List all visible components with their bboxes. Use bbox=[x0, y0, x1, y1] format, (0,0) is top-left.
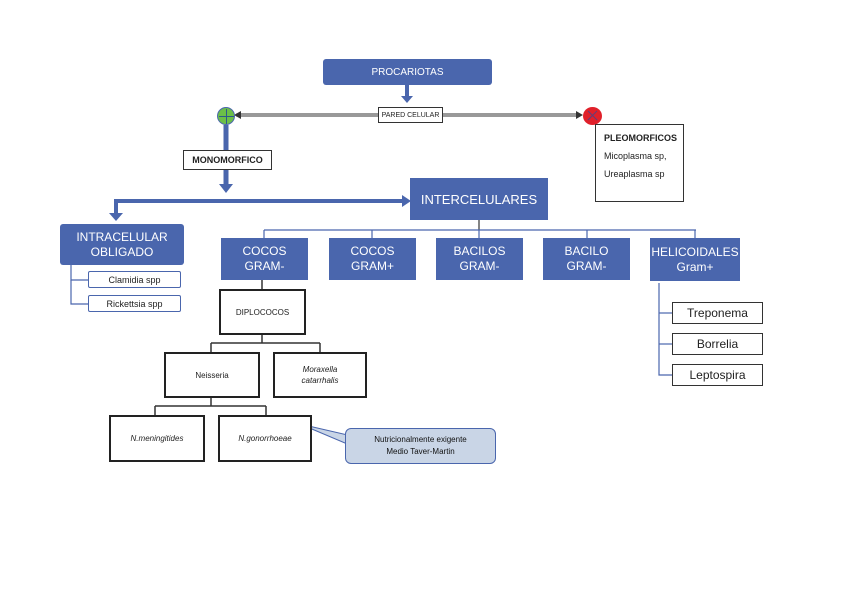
plus-circle-icon bbox=[217, 107, 235, 125]
group-label: BACILOS bbox=[453, 244, 506, 258]
child-label: Rickettsia spp bbox=[106, 298, 163, 309]
callout-text: Medio Taver-Martin bbox=[386, 447, 455, 456]
callout-text: Nutricionalmente exigente bbox=[374, 435, 467, 444]
species-label: N.meningitides bbox=[130, 434, 184, 443]
group-label: BACILO bbox=[564, 244, 609, 258]
x-circle-icon bbox=[583, 107, 602, 125]
child-treponema: Treponema bbox=[672, 302, 763, 324]
moraxella-label: catarrhalis bbox=[301, 376, 339, 385]
group-label: GRAM- bbox=[244, 259, 285, 273]
group-label: COCOS bbox=[350, 244, 395, 258]
child-leptospira: Leptospira bbox=[672, 364, 763, 386]
neisseria-node: Neisseria bbox=[164, 352, 260, 398]
pleomorficos-title: PLEOMORFICOS bbox=[604, 133, 678, 143]
neisseria-label: Neisseria bbox=[195, 370, 229, 380]
root-node: PROCARIOTAS bbox=[323, 59, 492, 85]
group-label: GRAM- bbox=[566, 259, 607, 273]
child-label: Borrelia bbox=[696, 337, 739, 351]
species-label: N.gonorrhoeae bbox=[238, 434, 292, 443]
child-borrelia: Borrelia bbox=[672, 333, 763, 355]
n-gonorrhoeae-node: N.gonorrhoeae bbox=[218, 415, 312, 462]
child-label: Leptospira bbox=[689, 368, 746, 382]
group-label: GRAM- bbox=[459, 259, 500, 273]
moraxella-node: Moraxella catarrhalis bbox=[273, 352, 367, 398]
monomorfico-label: MONOMORFICO bbox=[192, 155, 263, 165]
intercelulares-node: INTERCELULARES bbox=[410, 178, 548, 220]
moraxella-label: Moraxella bbox=[302, 365, 338, 374]
pleomorficos-item: Micoplasma sp, bbox=[604, 151, 667, 161]
group-label: GRAM+ bbox=[350, 259, 394, 273]
pleomorficos-item: Ureaplasma sp bbox=[604, 169, 665, 179]
child-label: Clamidia spp bbox=[108, 274, 161, 285]
intracelular-label: OBLIGADO bbox=[90, 244, 154, 259]
wall-label: PARED CELULAR bbox=[381, 111, 440, 119]
intercelulares-label: INTERCELULARES bbox=[420, 191, 538, 207]
root-label: PROCARIOTAS bbox=[371, 66, 444, 78]
diplococos-label: DIPLOCOCOS bbox=[235, 307, 290, 317]
group-label: HELICOIDALES bbox=[651, 244, 739, 259]
monomorfico-node: MONOMORFICO bbox=[183, 150, 272, 170]
child-clamidia: Clamidia spp bbox=[88, 271, 181, 288]
pleomorficos-node: PLEOMORFICOS Micoplasma sp, Ureaplasma s… bbox=[595, 124, 684, 202]
root-arrowhead bbox=[401, 96, 413, 103]
diplococos-node: DIPLOCOCOS bbox=[219, 289, 306, 335]
wall-node: PARED CELULAR bbox=[378, 107, 443, 123]
callout-note: Nutricionalmente exigente Medio Taver-Ma… bbox=[345, 428, 496, 464]
child-rickettsia: Rickettsia spp bbox=[88, 295, 181, 312]
child-label: Treponema bbox=[687, 306, 748, 320]
group-label: Gram+ bbox=[676, 259, 714, 274]
intracelular-node: INTRACELULAR OBLIGADO bbox=[60, 224, 184, 265]
group-label: COCOS bbox=[242, 244, 287, 258]
intracelular-label: INTRACELULAR bbox=[76, 229, 168, 244]
n-meningitides-node: N.meningitides bbox=[109, 415, 205, 462]
